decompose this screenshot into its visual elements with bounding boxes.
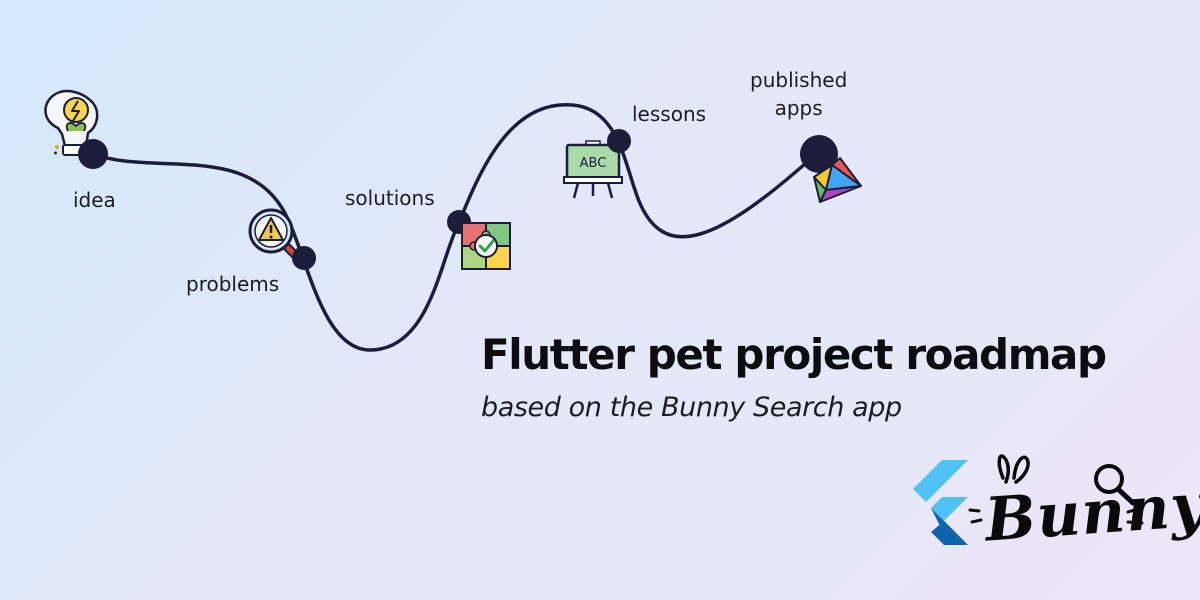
milestone-label-idea: idea bbox=[73, 188, 116, 212]
milestone-node-idea bbox=[78, 139, 108, 169]
milestone-label-solutions: solutions bbox=[345, 186, 435, 210]
warning-magnifier-icon bbox=[248, 208, 307, 267]
abc-easel-board-icon: ABC bbox=[563, 140, 623, 199]
whisker-marks-icon bbox=[968, 506, 1144, 525]
milestone-label-published-line2: apps bbox=[774, 96, 823, 120]
puzzle-check-icon bbox=[461, 222, 511, 270]
milestone-node-published-apps bbox=[800, 135, 838, 173]
milestone-label-published-line1: published bbox=[750, 68, 848, 92]
bunny-ears-icon bbox=[997, 454, 1030, 484]
easel-abc-text: ABC bbox=[580, 156, 607, 171]
brand-wordmark: Bunny bbox=[982, 470, 1200, 556]
page-subtitle: based on the Bunny Search app bbox=[481, 392, 902, 423]
play-store-icon bbox=[813, 157, 862, 203]
milestone-label-lessons: lessons bbox=[632, 102, 707, 126]
milestone-node-lessons bbox=[607, 129, 631, 153]
milestone-node-problems bbox=[292, 246, 316, 270]
light-bulb-icon bbox=[44, 89, 99, 156]
milestone-label-problems: problems bbox=[186, 272, 280, 296]
magnifier-icon bbox=[1094, 464, 1136, 506]
milestone-label-published-apps: published apps bbox=[750, 66, 847, 122]
page-title: Flutter pet project roadmap bbox=[481, 330, 1107, 379]
flutter-logo-icon bbox=[913, 460, 968, 545]
